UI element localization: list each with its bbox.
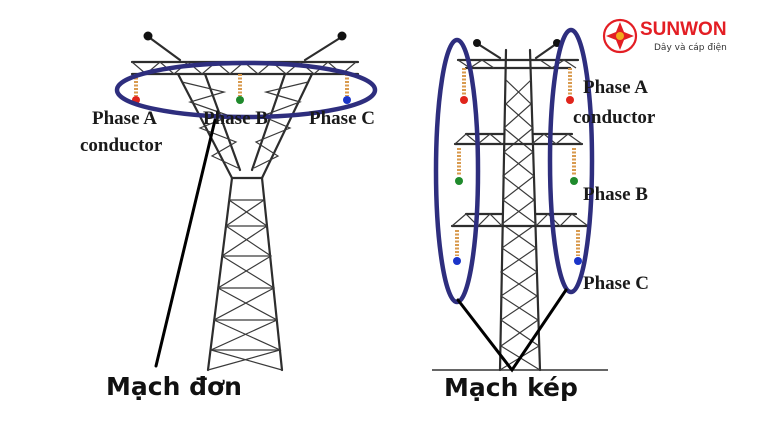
double-circuit-pointers (456, 288, 568, 373)
double-phase-b-label: Phase B (583, 184, 648, 205)
double-phase-c-label: Phase C (583, 273, 649, 294)
single-circuit-highlight-oval (114, 60, 378, 120)
single-circuit-tower: Phase A conductor Phase B Phase C Mạch đ… (80, 31, 378, 401)
double-circuit-tower: Phase A conductor Phase B Phase C Mạch k… (432, 27, 656, 402)
insulator-phase-b (236, 74, 244, 104)
double-circuit-caption: Mạch kép (444, 373, 578, 402)
double-circuit-left-oval (433, 37, 481, 305)
single-phase-c-label: Phase C (309, 108, 375, 129)
single-phase-a-label: Phase A (92, 108, 157, 129)
single-phase-a-sub-label: conductor (80, 135, 163, 156)
double-circuit-right-oval (547, 27, 595, 295)
sunwon-logo: SUNWON Dây và cáp điện (602, 18, 727, 54)
brand-name: SUNWON (640, 19, 727, 40)
single-phase-b-label: Phase B (203, 108, 268, 129)
double-phase-a-label: Phase A (583, 77, 648, 98)
insulator-phase-c (343, 74, 351, 104)
brand-tagline: Dây và cáp điện (654, 42, 727, 53)
single-circuit-pointer (154, 118, 217, 368)
single-circuit-caption: Mạch đơn (106, 372, 242, 401)
double-phase-a-sub-label: conductor (573, 107, 656, 128)
